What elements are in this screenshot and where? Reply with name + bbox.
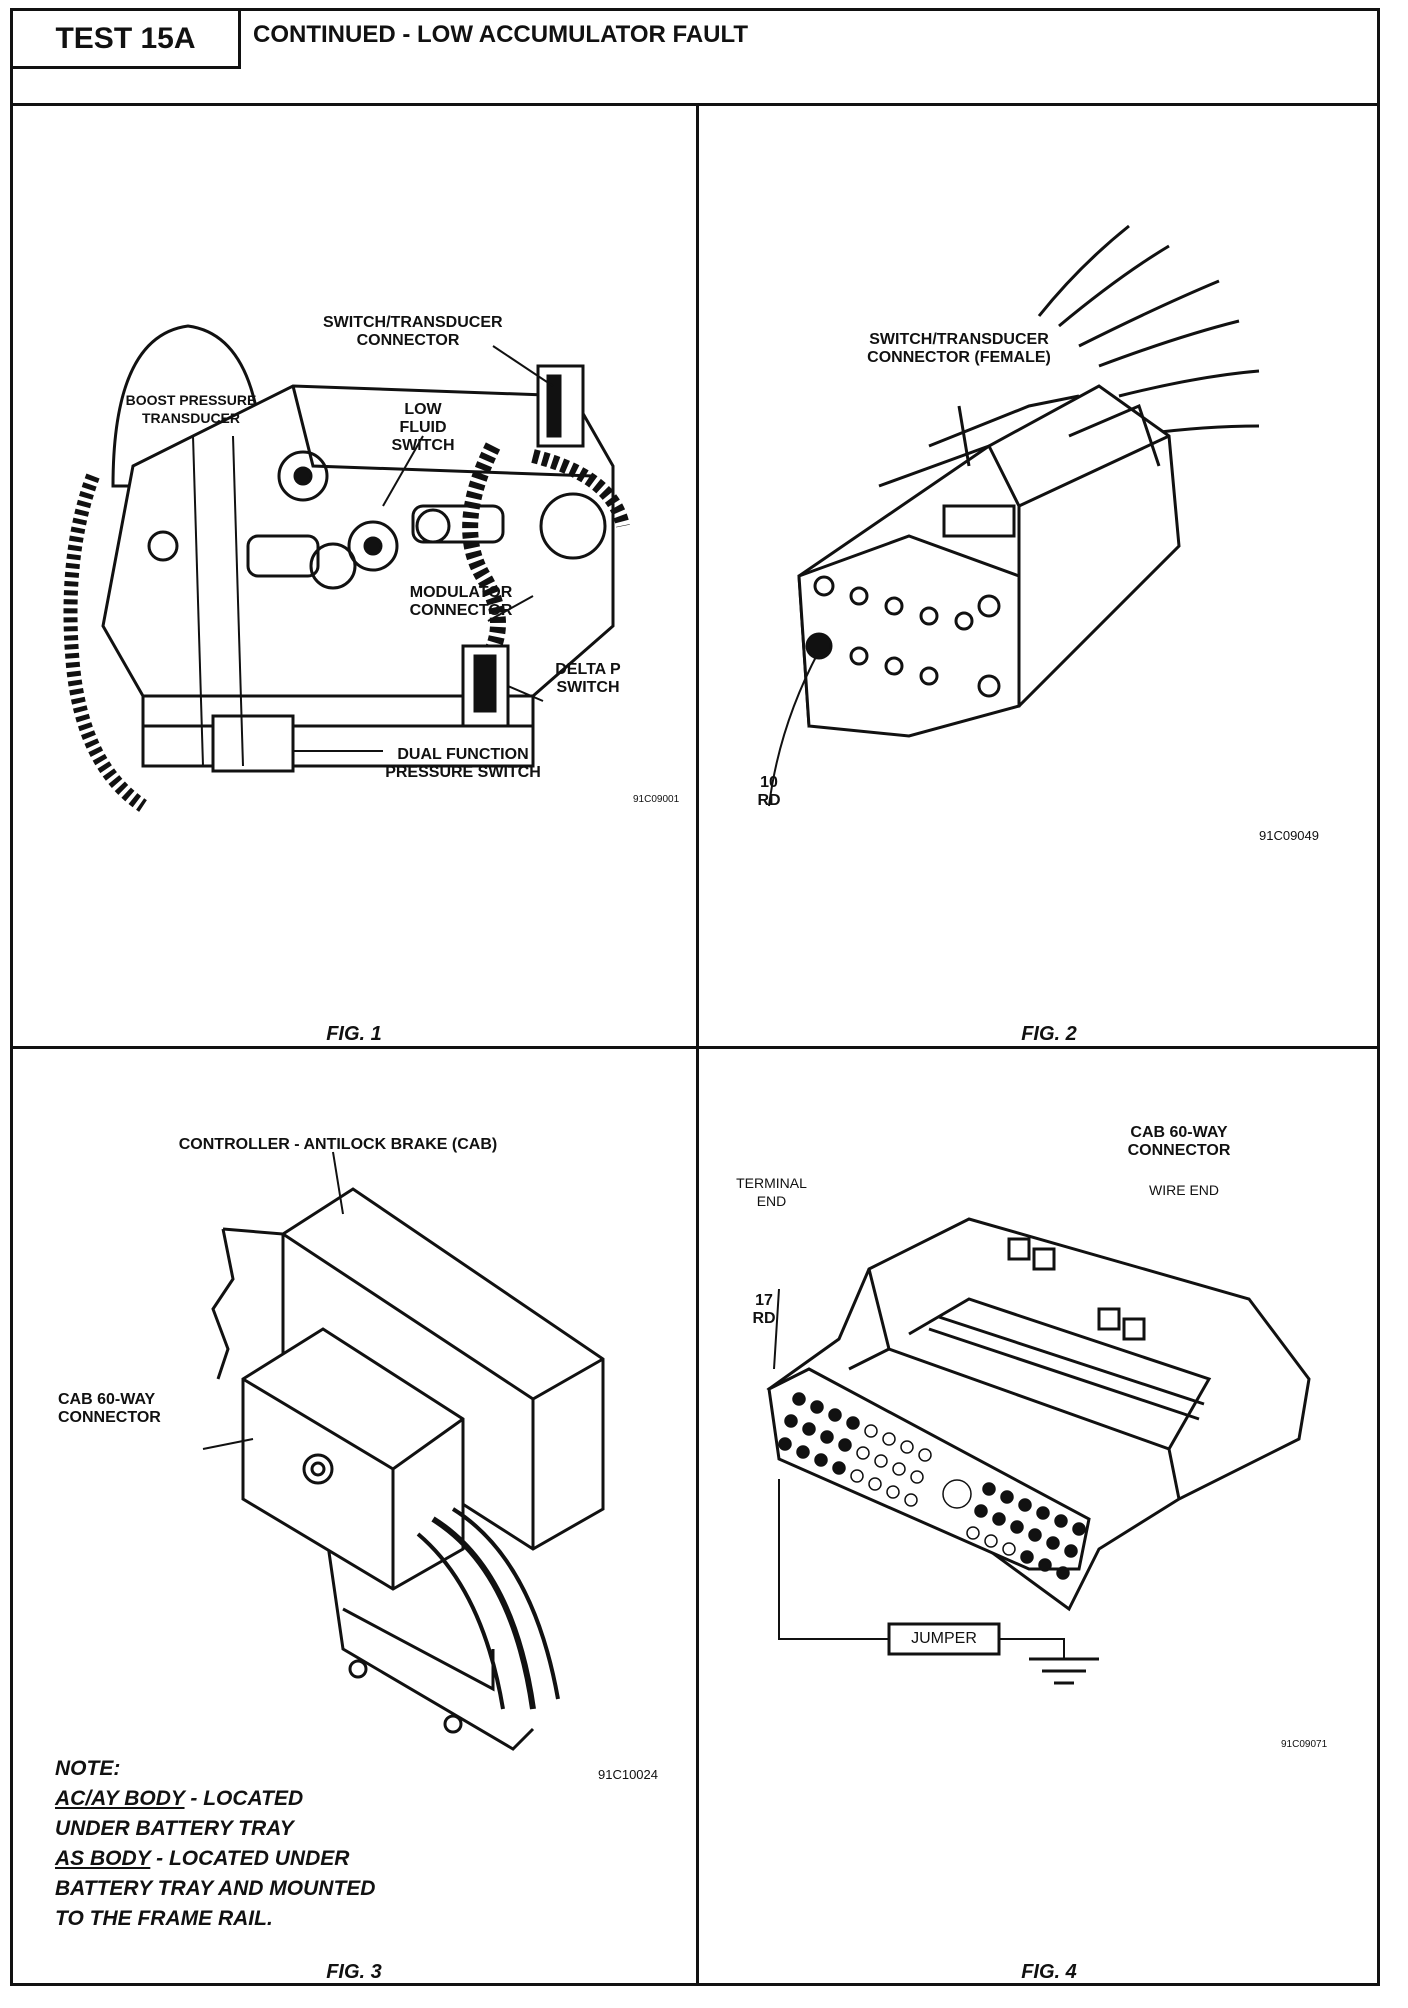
test-id: TEST 15A — [13, 11, 241, 69]
vertical-divider — [696, 106, 699, 1983]
figure-1-panel: SWITCH/TRANSDUCER CONNECTOR BOOST PRESSU… — [13, 106, 696, 1046]
page-frame: TEST 15A CONTINUED - LOW ACCUMULATOR FAU… — [10, 8, 1380, 1986]
delta-p-switch-label: DELTA P SWITCH — [555, 661, 621, 696]
note-line-2: UNDER BATTERY TRAY — [55, 1817, 294, 1840]
figure-1-code: 91C09001 — [633, 794, 680, 805]
figure-3-code: 91C10024 — [598, 1767, 658, 1782]
figure-4-caption: FIG. 4 — [1021, 1961, 1077, 1983]
note-line-3-rest: - LOCATED UNDER — [150, 1847, 350, 1870]
switch-transducer-connector-label: SWITCH/TRANSDUCER CONNECTOR — [323, 314, 503, 349]
cab-60-way-connector-illustration — [766, 1217, 1311, 1685]
pin-17-color: RD — [752, 1310, 776, 1327]
note-line-5: TO THE FRAME RAIL. — [55, 1907, 273, 1930]
pin-10-color: RD — [757, 792, 781, 809]
controller-label: CONTROLLER - ANTILOCK BRAKE (CAB) — [178, 1136, 498, 1153]
note-heading: NOTE: — [55, 1757, 121, 1780]
switch-transducer-connector-illustration — [768, 224, 1260, 807]
figure-3-caption: FIG. 3 — [326, 1961, 382, 1983]
page-header: TEST 15A CONTINUED - LOW ACCUMULATOR FAU… — [13, 11, 1377, 106]
note-body-ac-ay: AC/AY BODY — [55, 1787, 185, 1810]
terminal-end-label: TERMINAL END — [736, 1175, 807, 1209]
wire-end-label: WIRE END — [1149, 1182, 1219, 1198]
note-line-3: AS BODY - LOCATED UNDER — [55, 1844, 375, 1874]
note-line-1: AC/AY BODY - LOCATED — [55, 1784, 375, 1814]
boost-pressure-transducer-label: BOOST PRESSURE TRANSDUCER — [125, 392, 257, 426]
note-line-1-rest: - LOCATED — [184, 1787, 304, 1810]
cab-controller-illustration — [202, 1151, 605, 1751]
figure-2-caption: FIG. 2 — [1021, 1023, 1077, 1045]
figure-2-panel: SWITCH/TRANSDUCER CONNECTOR (FEMALE) 10 … — [699, 106, 1377, 1046]
cab-connector-label: CAB 60-WAY CONNECTOR — [1127, 1124, 1231, 1159]
figure-2-code: 91C09049 — [1259, 828, 1319, 843]
note-body-as: AS BODY — [55, 1847, 151, 1870]
low-fluid-switch-label: LOW FLUID SWITCH — [391, 401, 455, 454]
figure-4-panel: CAB 60-WAY CONNECTOR TERMINAL END WIRE E… — [699, 1049, 1377, 1984]
dual-function-pressure-switch-label: DUAL FUNCTION PRESSURE SWITCH — [385, 746, 541, 781]
pin-10-number: 10 — [760, 774, 778, 791]
figure-1-caption: FIG. 1 — [326, 1023, 382, 1045]
hcu-assembly-illustration — [63, 324, 630, 812]
figure-4-code: 91C09071 — [1281, 1739, 1328, 1750]
note-line-4: BATTERY TRAY AND MOUNTED — [55, 1877, 376, 1900]
pin-17-number: 17 — [755, 1292, 773, 1309]
horizontal-divider — [13, 1046, 1377, 1049]
figure-3-panel: CONTROLLER - ANTILOCK BRAKE (CAB) CAB 60… — [13, 1049, 696, 1984]
mounting-note: NOTE: AC/AY BODY - LOCATED UNDER BATTERY… — [55, 1754, 375, 1934]
connector-female-label: SWITCH/TRANSDUCER CONNECTOR (FEMALE) — [867, 331, 1051, 366]
page-title: CONTINUED - LOW ACCUMULATOR FAULT — [253, 21, 749, 48]
cab-connector-label: CAB 60-WAY CONNECTOR — [58, 1391, 161, 1426]
figure-grid: SWITCH/TRANSDUCER CONNECTOR BOOST PRESSU… — [13, 106, 1377, 1983]
modulator-connector-label: MODULATOR CONNECTOR — [409, 584, 513, 619]
jumper-label: JUMPER — [911, 1630, 977, 1647]
